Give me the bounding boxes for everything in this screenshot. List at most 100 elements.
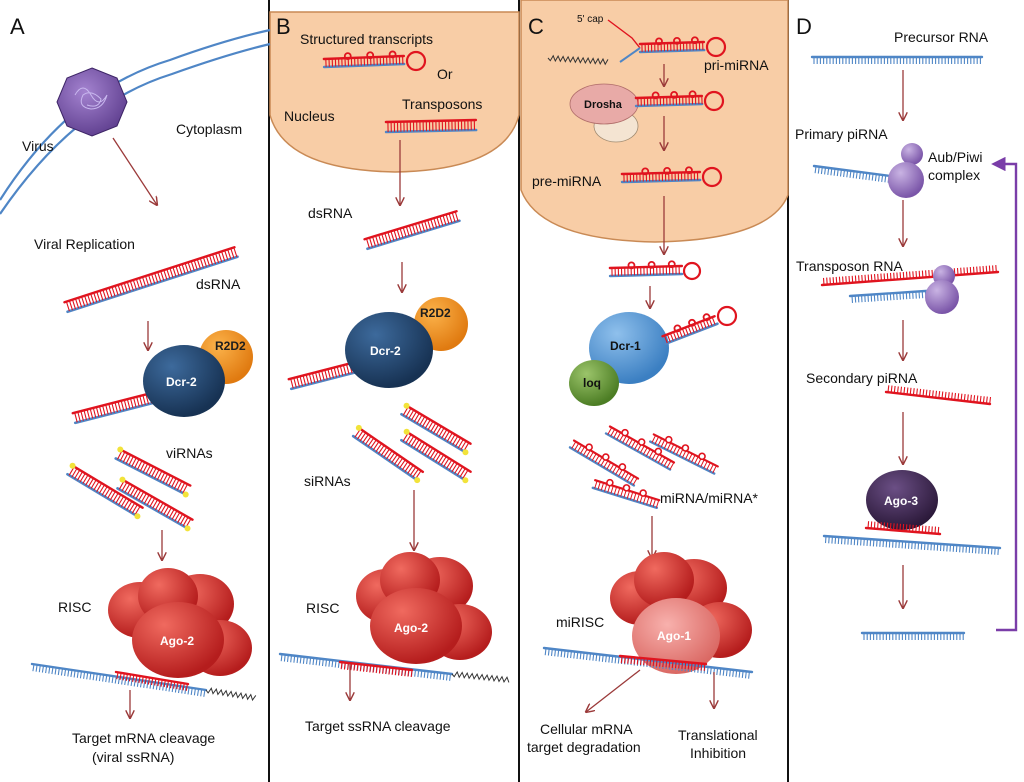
structured-transcripts-label: Structured transcripts <box>300 31 433 47</box>
drosha-bound-rna <box>634 90 725 112</box>
target-degradation-label: target degradation <box>527 739 641 755</box>
complex-label: complex <box>928 167 980 183</box>
ago1-label: Ago-1 <box>657 629 691 643</box>
sirnas-label: siRNAs <box>304 473 351 489</box>
virna-2 <box>66 462 144 520</box>
cell-membrane-inner <box>0 42 271 215</box>
mirna-duplex-3 <box>568 439 640 487</box>
virna-1 <box>114 446 192 498</box>
mirisc-label: miRISC <box>556 614 604 630</box>
dicer-bound-hairpin <box>661 305 738 346</box>
primary-pirna-label: Primary piRNA <box>795 126 888 142</box>
pre-mirna <box>620 166 723 188</box>
panel-label-c: C <box>528 14 544 39</box>
viral-tail-a <box>205 687 257 702</box>
viral-ssrna-label: (viral ssRNA) <box>92 749 174 765</box>
aub-piwi-label: Aub/Piwi <box>928 149 982 165</box>
ago2-label-b: Ago-2 <box>394 621 428 635</box>
dsrna-b <box>363 210 461 251</box>
risc-complex-b <box>356 552 492 664</box>
cytoplasm-label: Cytoplasm <box>176 121 242 137</box>
risc-label-a: RISC <box>58 599 91 615</box>
arrow-c6 <box>586 669 641 712</box>
mirna-duplex-label: miRNA/miRNA* <box>660 490 759 506</box>
mirna-guide-c <box>618 654 708 671</box>
ago3-protein <box>866 470 938 530</box>
viral-replication-label: Viral Replication <box>34 236 135 252</box>
dcr2-protein <box>143 345 225 417</box>
cellular-mrna-label: Cellular mRNA <box>540 721 633 737</box>
inhibition-label: Inhibition <box>690 745 746 761</box>
panel-a: Virus Cytoplasm Viral Replication dsRNA … <box>22 67 257 765</box>
precursor-rna <box>810 55 984 64</box>
pri-mirna-5prime-arm <box>619 47 641 63</box>
pre-mirna-label: pre-miRNA <box>532 173 602 189</box>
dcr2-protein-b <box>345 312 433 388</box>
ping-pong-feedback-arrow <box>991 156 1018 632</box>
ago2-label-a: Ago-2 <box>160 634 194 648</box>
mirna-duplex-1 <box>604 425 676 471</box>
secondary-pirna-label: Secondary piRNA <box>806 370 918 386</box>
nucleus-c <box>520 0 789 243</box>
dcr1-label: Dcr-1 <box>610 339 641 353</box>
ssrna-tail-b <box>451 670 510 684</box>
panel-b: Structured transcripts Or Nucleus Transp… <box>278 31 510 734</box>
dsrna-dicer-b <box>287 359 363 391</box>
dcr2-label-a: Dcr-2 <box>166 375 197 389</box>
single-strand-zigzag-c <box>547 54 609 66</box>
ago3-target <box>822 534 1002 555</box>
dcr2-label-b: Dcr-2 <box>370 344 401 358</box>
panel-d: Precursor RNA Primary piRNA Aub/Piwi com… <box>795 29 1018 640</box>
transposons-label: Transposons <box>402 96 482 112</box>
cap-arm <box>607 19 641 49</box>
virnas-label: viRNAs <box>166 445 213 461</box>
dsrna-label-b: dsRNA <box>308 205 353 221</box>
mirisc-complex <box>610 552 752 674</box>
r2d2-label-b: R2D2 <box>420 306 451 320</box>
precursor-rna-label: Precursor RNA <box>894 29 989 45</box>
ago3-label: Ago-3 <box>884 494 918 508</box>
nucleus-label: Nucleus <box>284 108 335 124</box>
guide-rna-a <box>114 670 190 691</box>
mirna-duplex-4 <box>591 478 661 510</box>
target-ssrna-cleavage-label: Target ssRNA cleavage <box>305 718 451 734</box>
translational-label: Translational <box>678 727 758 743</box>
mirna-duplex-2 <box>649 433 719 475</box>
ago3-guide <box>864 521 942 536</box>
dsrna-label-a: dsRNA <box>196 276 241 292</box>
pri-mirna-label: pri-miRNA <box>704 57 769 73</box>
risc-label-b: RISC <box>306 600 339 616</box>
sirna-2 <box>351 424 425 484</box>
aub-piwi-large-2 <box>925 280 959 314</box>
aub-piwi-large <box>888 162 924 198</box>
loq-protein <box>569 360 619 406</box>
guide-rna-b <box>338 660 414 678</box>
dsrna-a <box>63 246 239 314</box>
sirna-3 <box>400 428 472 484</box>
secondary-pirna <box>884 385 992 406</box>
virus-label: Virus <box>22 138 54 154</box>
structured-transcript <box>322 50 427 72</box>
risc-complex-a <box>108 568 252 678</box>
target-mrna-cleavage-label: Target mRNA cleavage <box>72 730 215 746</box>
cell-membrane <box>0 28 271 201</box>
r2d2-label-a: R2D2 <box>215 339 246 353</box>
panel-label-b: B <box>276 14 291 39</box>
panel-label-a: A <box>10 14 25 39</box>
dsrna-dicer-a <box>71 389 163 425</box>
panel-c: 5' cap pri-miRNA Drosha pre-miRNA Dcr-1 <box>527 14 769 761</box>
nucleus-b <box>269 11 520 173</box>
virus-genome-icon <box>74 87 108 110</box>
product-pirna <box>860 631 966 640</box>
pri-mirna <box>638 36 727 58</box>
transposon-rna-label: Transposon RNA <box>796 258 904 274</box>
virus-icon <box>56 67 128 137</box>
five-prime-cap-label: 5' cap <box>577 14 604 25</box>
sirna-1 <box>400 402 472 456</box>
arrow-a1 <box>112 137 157 205</box>
aub-piwi-small <box>901 143 923 165</box>
or-label: Or <box>437 66 453 82</box>
panel-label-d: D <box>796 14 812 39</box>
virna-3 <box>116 476 194 532</box>
